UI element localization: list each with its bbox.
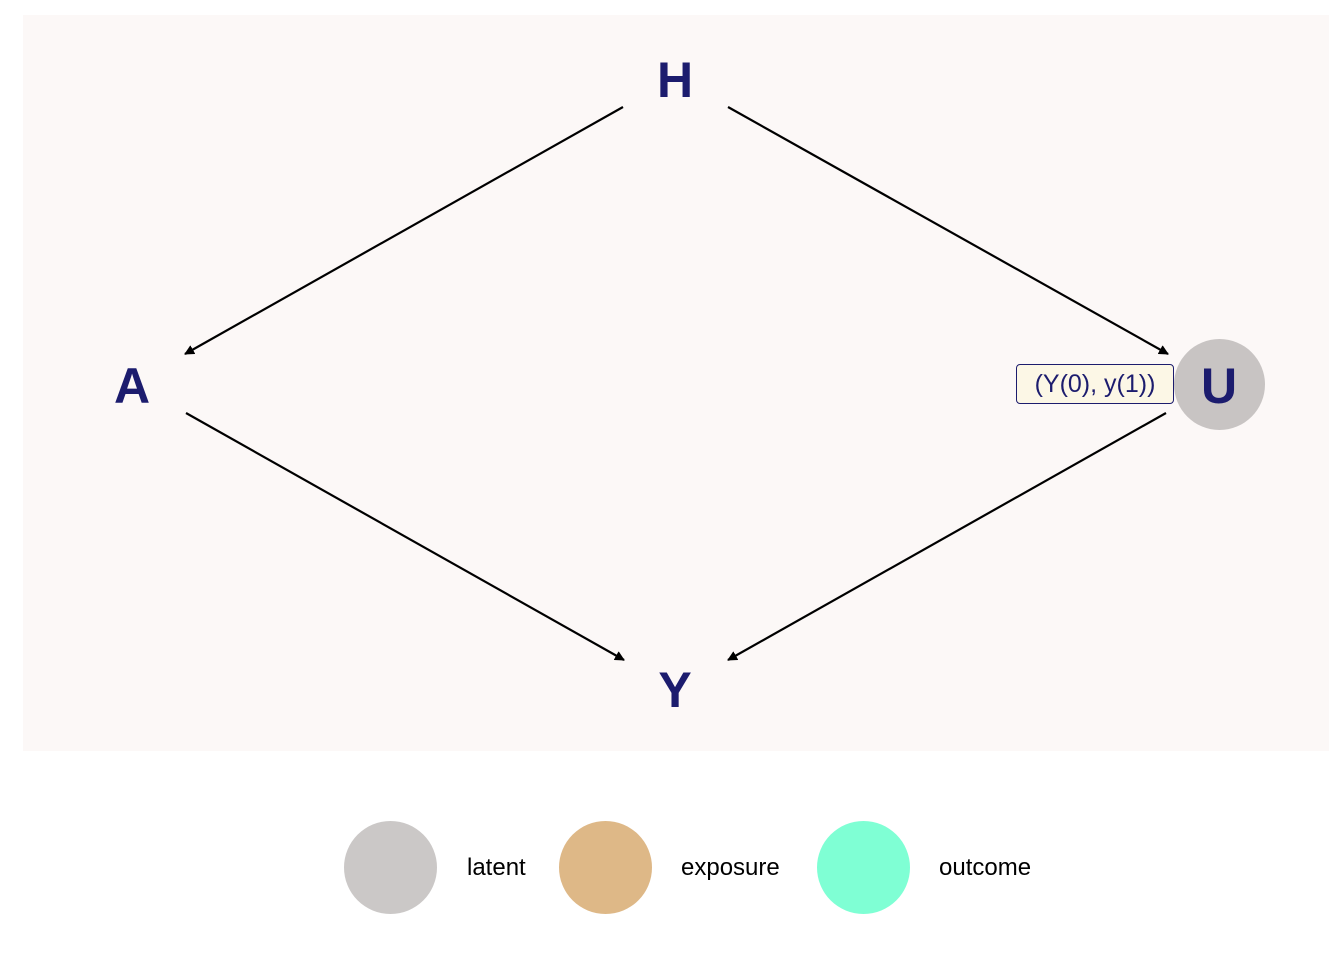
node-h-label: H: [656, 52, 694, 108]
legend-key-outcome: [817, 821, 910, 914]
legend-label-outcome: outcome: [939, 854, 1032, 881]
edge-a-to-y: [185, 412, 625, 661]
edge-u-to-y: [727, 412, 1167, 661]
legend-label-latent: latent: [467, 854, 526, 881]
legend-key-latent: [344, 821, 437, 914]
node-u-label: U: [1200, 358, 1238, 414]
node-u-latent-circle: [1174, 339, 1265, 430]
legend: latent exposure outcome: [0, 820, 1344, 915]
edge-h-to-a: [184, 106, 624, 355]
node-u-annotation: (Y(0), y(1)): [1016, 364, 1174, 404]
legend-label-exposure: exposure: [681, 854, 780, 881]
node-y-label: Y: [658, 662, 692, 718]
node-a-label: A: [113, 358, 151, 414]
edge-h-to-u: [727, 106, 1169, 355]
legend-key-exposure: [559, 821, 652, 914]
